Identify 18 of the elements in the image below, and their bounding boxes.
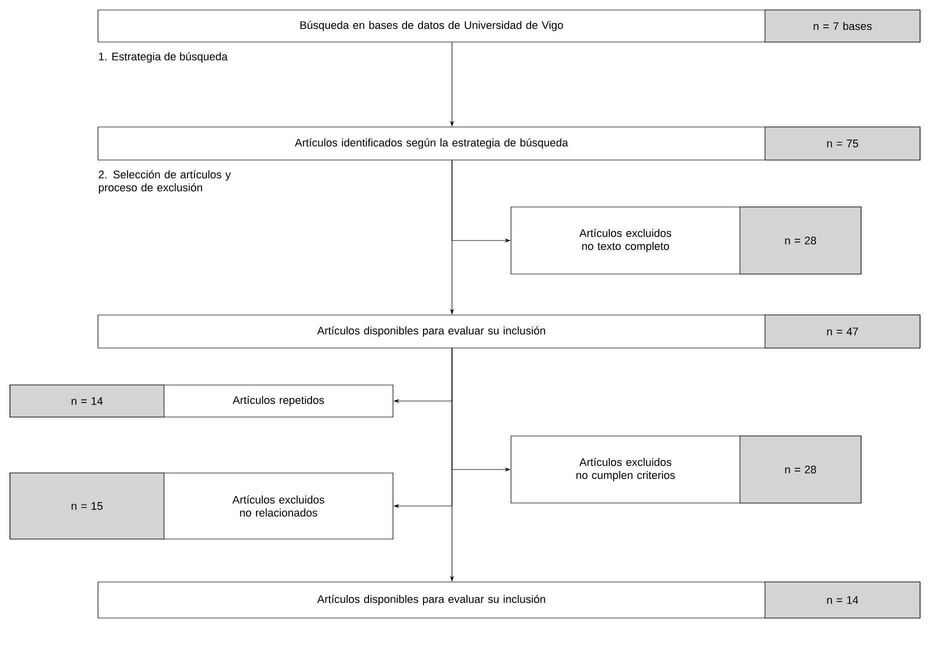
count-cell: n = 75 [764, 126, 920, 160]
count-cell: n = 47 [764, 314, 920, 348]
box-label: Artículos excluidos no texto completo [579, 228, 672, 252]
count-cell: n = 28 [740, 206, 862, 274]
count-cell: n = 28 [740, 436, 862, 504]
box-label: Artículos disponibles para evaluar su inclusión [317, 326, 546, 337]
count-cell: n = 14 [764, 582, 920, 618]
count-cell: n = 14 [10, 384, 164, 418]
box-label: Artículos disponibles para evaluar su inclusión [317, 594, 546, 606]
box-label: Búsqueda en bases de datos de Universidad de Vigo [300, 20, 563, 32]
box-label: Artículos identificados según la estrategia de búsqueda [294, 138, 568, 149]
count-cell: n = 7 bases [764, 10, 920, 42]
box-label: Artículos repetidos [232, 396, 324, 406]
step-label: 1. Estrategia de búsqueda [99, 52, 228, 63]
box-label: Artículos excluidos no cumplen criterios [576, 458, 675, 482]
box-label: Artículos excluidos no relacionados [232, 495, 324, 517]
count-cell: n = 15 [10, 472, 164, 540]
step-label: 2. Selección de artículos y proceso de exclusión [98, 170, 231, 194]
